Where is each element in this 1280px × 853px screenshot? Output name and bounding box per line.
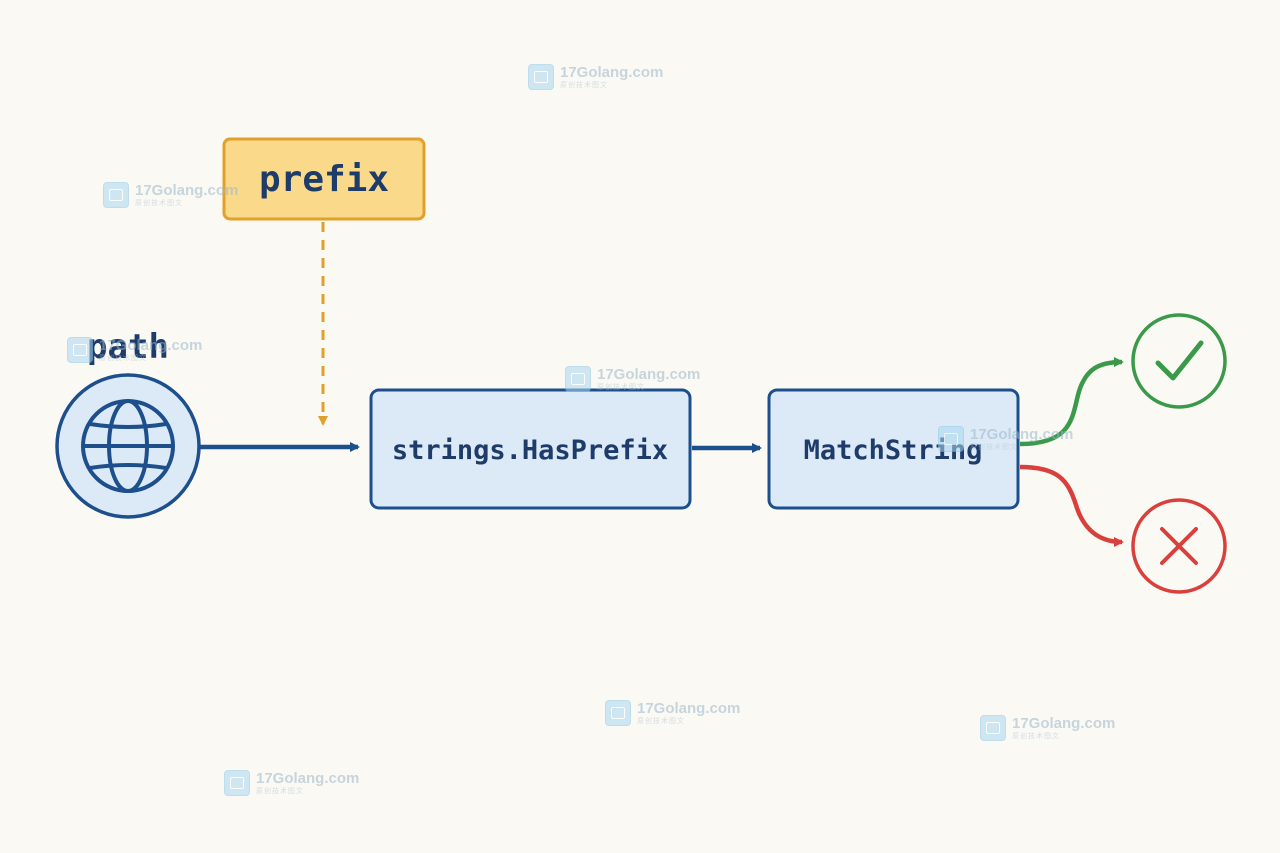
path-label: path: [87, 327, 169, 367]
prefix-label: prefix: [259, 159, 389, 200]
matchstring-label: MatchString: [804, 435, 983, 466]
prefix-node: prefix: [222, 137, 426, 221]
matchstring-node: MatchString: [767, 388, 1020, 510]
x-circle-icon: [1131, 498, 1227, 594]
globe-icon: [55, 373, 201, 519]
success-arrow: [1019, 357, 1124, 447]
hasprefix-label: strings.HasPrefix: [392, 435, 668, 466]
failure-arrow: [1019, 464, 1124, 547]
hasprefix-node: strings.HasPrefix: [369, 388, 692, 510]
check-circle-icon: [1131, 313, 1227, 409]
